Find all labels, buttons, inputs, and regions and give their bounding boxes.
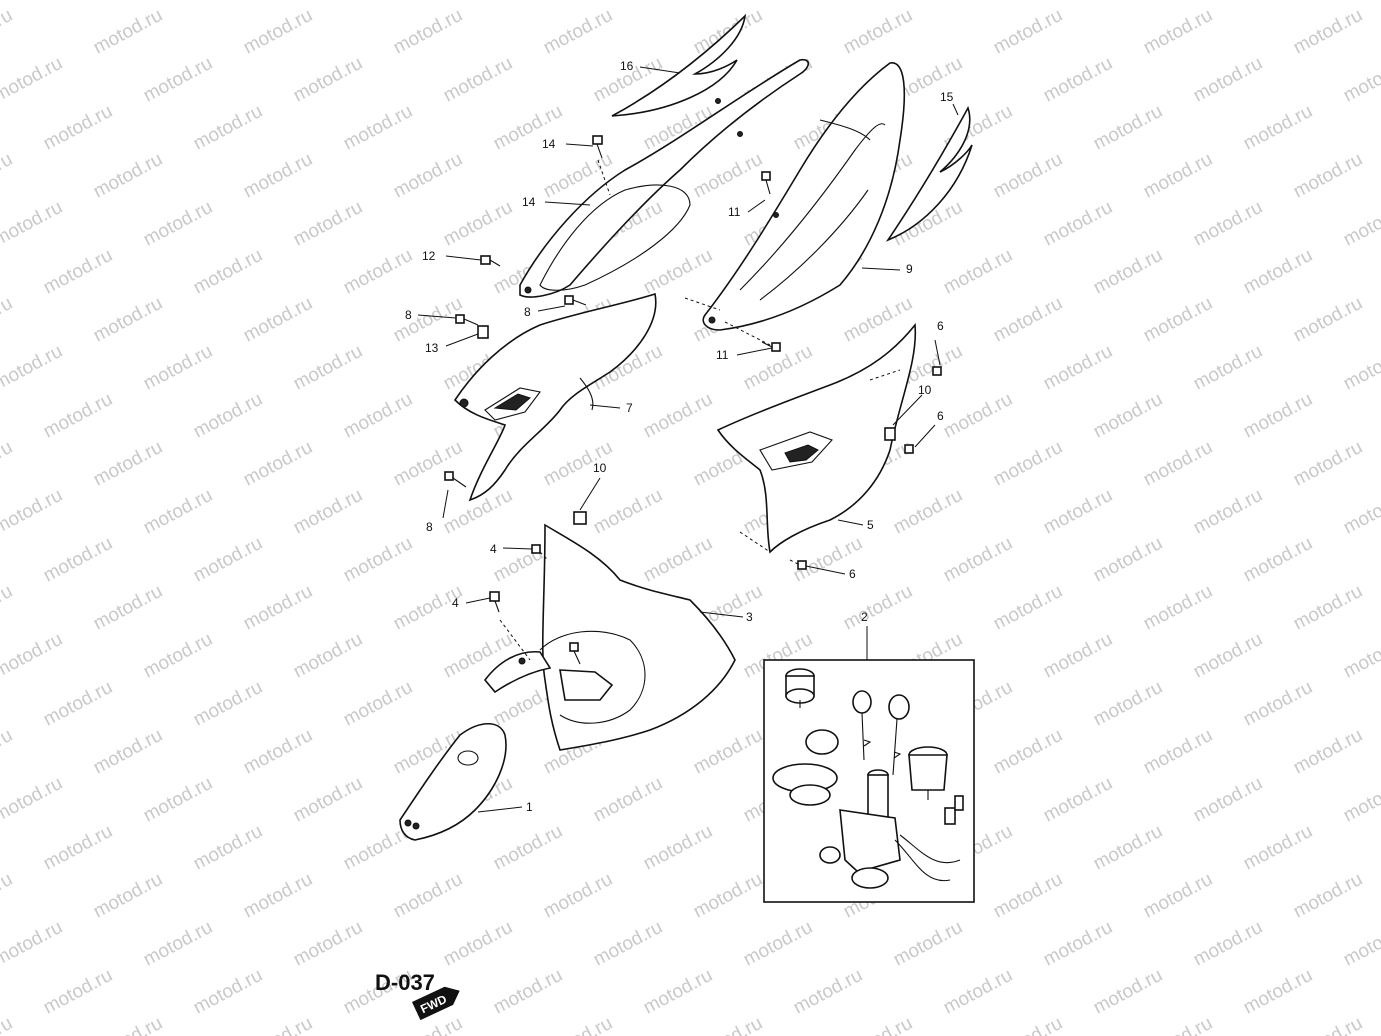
part-12-side-cover — [519, 58, 810, 298]
part-13-clip — [477, 325, 489, 339]
screw-8-mid — [564, 295, 587, 306]
callout-4-b: 4 — [452, 596, 459, 610]
callout-11-upper: 11 — [728, 205, 741, 219]
callout-4-a: 4 — [490, 542, 497, 556]
screw-11-lower — [761, 341, 781, 352]
callout-10-mid: 10 — [593, 461, 607, 475]
part-5-side-panel — [716, 322, 917, 554]
lock-cylinder-small — [785, 668, 815, 708]
screw-8-bottom — [444, 471, 467, 488]
callout-8-left: 8 — [405, 308, 412, 322]
screw-6-b — [904, 444, 914, 454]
part-10-clip — [573, 511, 587, 525]
screw-6-a — [932, 366, 942, 376]
callout-12: 14 — [522, 195, 536, 209]
page-footer: D-037 FWD — [375, 970, 460, 1021]
screw-3-center — [569, 642, 581, 665]
callout-14-lower: 12 — [422, 249, 436, 263]
leader-lines — [417, 66, 959, 813]
key-1-icon — [852, 690, 872, 761]
callout-6-b: 6 — [937, 409, 944, 423]
screw-4-b — [489, 591, 500, 613]
callout-9: 9 — [906, 262, 913, 276]
part-16-decal — [611, 13, 747, 117]
callout-labels: 16 15 14 14 12 11 11 9 8 8 13 7 6 10 6 8… — [405, 59, 954, 814]
screw-6-c — [797, 560, 807, 570]
screw-8-left — [455, 314, 479, 326]
main-switch-icon — [819, 769, 964, 889]
callout-16: 16 — [620, 59, 634, 73]
callout-6-a: 6 — [937, 319, 944, 333]
callout-13: 13 — [425, 341, 439, 355]
callout-10-right: 10 — [918, 383, 932, 397]
screw-14-upper — [592, 135, 603, 159]
callout-11-lower: 11 — [716, 348, 729, 362]
fuel-cap-lock-icon — [772, 729, 839, 806]
part-9-side-cover — [702, 62, 906, 331]
assembly-lines — [499, 159, 901, 661]
part-1-lower-cover — [399, 722, 507, 841]
callout-8-mid: 8 — [524, 305, 531, 319]
callout-14-upper: 14 — [542, 137, 556, 151]
key-2-icon — [888, 694, 910, 776]
callout-8-bottom: 8 — [426, 520, 433, 534]
screw-4-a — [531, 544, 541, 554]
part-2-lock-set-inset — [763, 659, 975, 903]
part-7-side-panel — [453, 292, 657, 502]
screws — [444, 135, 942, 665]
callout-5: 5 — [867, 518, 874, 532]
callout-2: 2 — [861, 610, 868, 624]
callout-6-c: 6 — [849, 567, 856, 581]
screw-14-lower — [480, 255, 501, 267]
screw-11-upper — [761, 171, 771, 195]
part-15-decal — [885, 105, 973, 242]
callout-1: 1 — [526, 800, 533, 814]
callout-3: 3 — [746, 610, 753, 624]
callout-15: 15 — [940, 90, 954, 104]
part-3-leg-shield — [483, 523, 736, 751]
callout-7: 7 — [626, 401, 633, 415]
seat-lock-icon — [908, 746, 948, 800]
page-code: D-037 — [375, 970, 435, 995]
